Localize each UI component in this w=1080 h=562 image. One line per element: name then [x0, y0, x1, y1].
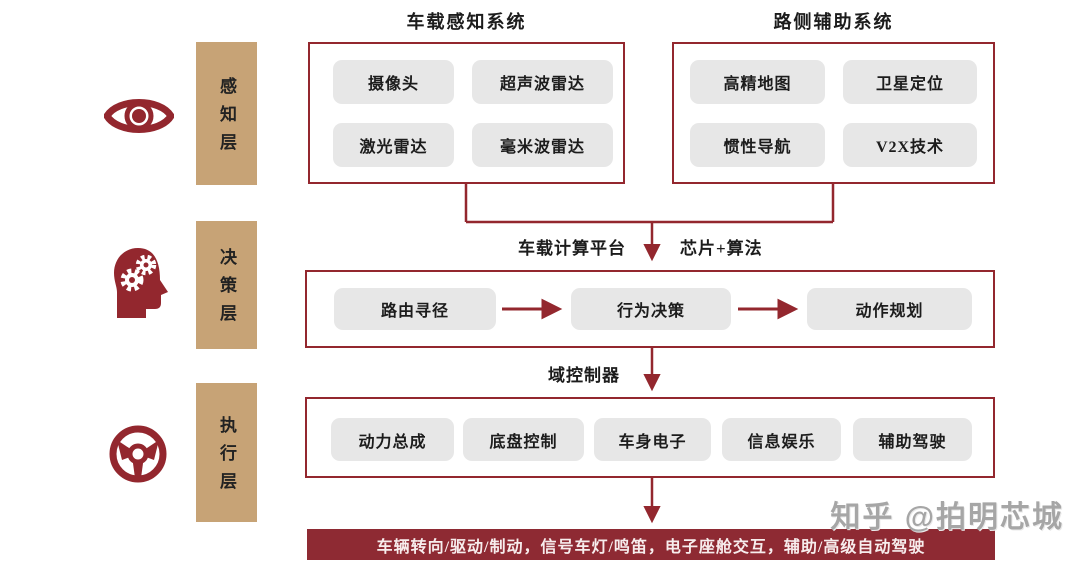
output-bar-text: 车辆转向/驱动/制动，信号车灯/鸣笛，电子座舱交互，辅助/高级自动驾驶: [376, 538, 926, 556]
node-route-finding: 路由寻径: [334, 288, 496, 330]
node-powertrain: 动力总成: [331, 418, 454, 461]
node-v2x: V2X技术: [843, 123, 977, 167]
node-camera: 摄像头: [333, 60, 454, 104]
zhihu-watermark: 知乎 @拍明芯城: [830, 501, 1064, 534]
compute-platform-label: 车载计算平台: [518, 239, 626, 258]
node-inertial-navigation: 惯性导航: [690, 123, 825, 167]
steering-wheel-icon: [109, 425, 167, 483]
node-chassis-control: 底盘控制: [463, 418, 584, 461]
perception-layer-label: 感知层: [217, 76, 236, 161]
perception-layer-chip: 感知层: [196, 42, 257, 185]
node-infotainment: 信息娱乐: [722, 418, 841, 461]
node-lidar: 激光雷达: [333, 123, 454, 167]
node-body-electronics: 车身电子: [594, 418, 711, 461]
node-assisted-driving: 辅助驾驶: [853, 418, 972, 461]
merge-connector: [464, 184, 835, 224]
node-motion-planning: 动作规划: [807, 288, 972, 330]
node-hd-map: 高精地图: [690, 60, 825, 104]
execution-layer-chip: 执行层: [196, 383, 257, 522]
head-gears-icon: [114, 248, 168, 318]
decision-layer-chip: 决策层: [196, 221, 257, 349]
node-behavior-decision: 行为决策: [571, 288, 731, 330]
roadside-assist-title: 路侧辅助系统: [773, 12, 894, 32]
node-satellite-positioning: 卫星定位: [843, 60, 977, 104]
output-bar: 车辆转向/驱动/制动，信号车灯/鸣笛，电子座舱交互，辅助/高级自动驾驶: [307, 529, 995, 560]
execution-layer-label: 执行层: [217, 415, 236, 500]
vehicle-sensing-title: 车载感知系统: [406, 12, 527, 32]
node-mmwave-radar: 毫米波雷达: [472, 123, 613, 167]
domain-controller-label: 域控制器: [548, 366, 620, 385]
eye-icon: [104, 99, 174, 133]
decision-layer-label: 决策层: [217, 248, 236, 332]
node-ultrasonic-radar: 超声波雷达: [472, 60, 613, 104]
chip-algorithm-label: 芯片+算法: [680, 239, 763, 258]
